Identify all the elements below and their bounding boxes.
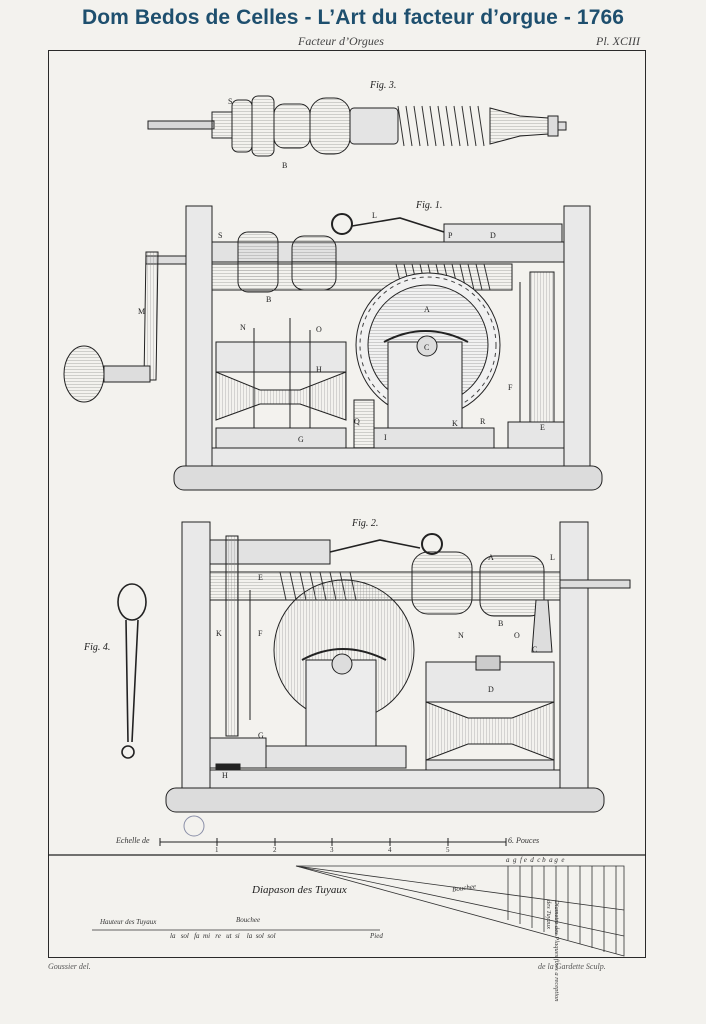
fig3-screw-shaft bbox=[147, 95, 567, 157]
svg-text:O: O bbox=[514, 631, 520, 640]
svg-text:L: L bbox=[550, 553, 555, 562]
scale-label: Echelle de bbox=[116, 836, 150, 845]
svg-text:L: L bbox=[372, 211, 377, 220]
scale-unit: 6. Pouces bbox=[508, 836, 540, 845]
svg-text:G: G bbox=[298, 435, 304, 444]
diapason-letters: a g f e d c b a g e bbox=[506, 856, 565, 864]
library-stamp bbox=[183, 815, 205, 837]
diapason-notes: la sol fa mi re ut si la sol sol bbox=[170, 932, 276, 940]
svg-text:R: R bbox=[480, 417, 486, 426]
scale-tick-5: 5 bbox=[446, 846, 450, 854]
svg-text:D: D bbox=[488, 685, 494, 694]
plate-frame bbox=[48, 50, 646, 958]
running-head: Facteur d’Orgues bbox=[298, 34, 384, 48]
svg-text:F: F bbox=[258, 629, 263, 638]
banner-title: Dom Bedos de Celles - L’Art du facteur d… bbox=[81, 6, 625, 29]
fig2-letters: A L E B K F N O C D G H bbox=[216, 553, 555, 780]
svg-text:B: B bbox=[266, 295, 271, 304]
svg-text:A: A bbox=[488, 553, 494, 562]
svg-text:H: H bbox=[316, 365, 322, 374]
diapason-pied: Pied bbox=[370, 932, 383, 940]
fig2-machine bbox=[165, 521, 631, 813]
svg-text:N: N bbox=[240, 323, 246, 332]
scale-tick-4: 4 bbox=[388, 846, 392, 854]
svg-text:B: B bbox=[498, 619, 503, 628]
svg-text:C: C bbox=[424, 343, 429, 352]
fig3-caption: Fig. 3. bbox=[370, 80, 397, 91]
svg-text:G: G bbox=[258, 731, 264, 740]
svg-text:M: M bbox=[138, 307, 145, 316]
svg-text:D: D bbox=[490, 231, 496, 240]
svg-text:K: K bbox=[216, 629, 222, 638]
svg-text:H: H bbox=[222, 771, 228, 780]
scale-tick-3: 3 bbox=[330, 846, 334, 854]
svg-text:K: K bbox=[452, 419, 458, 428]
scale-tick-2: 2 bbox=[273, 846, 277, 854]
diapason-bouchee-left: Bouchee bbox=[236, 916, 261, 924]
credit-left: Goussier del. bbox=[48, 962, 91, 971]
svg-text:F: F bbox=[508, 383, 513, 392]
fig1-letters: S L P D B M N O A C H F G Q I K R E bbox=[138, 211, 545, 444]
svg-text:N: N bbox=[458, 631, 464, 640]
diapason-side-note: Diametre des Plaques fixes a reception d… bbox=[545, 900, 560, 1002]
scale-bar bbox=[159, 838, 507, 846]
svg-text:S: S bbox=[218, 231, 222, 240]
svg-text:E: E bbox=[258, 573, 263, 582]
svg-text:Q: Q bbox=[354, 417, 360, 426]
fig1-caption: Fig. 1. bbox=[416, 200, 443, 211]
svg-text:A: A bbox=[424, 305, 430, 314]
fig3-label-b: B bbox=[282, 161, 287, 170]
fig2-caption: Fig. 2. bbox=[352, 518, 379, 529]
fig3-label-s: S bbox=[228, 97, 232, 106]
diapason-diagram bbox=[92, 865, 625, 957]
credit-right: de la Gardette Sculp. bbox=[538, 962, 606, 971]
fig4-caption: Fig. 4. bbox=[84, 642, 111, 653]
fig1-machine bbox=[63, 205, 603, 491]
svg-text:I: I bbox=[384, 433, 387, 442]
fig4-hook-tool bbox=[117, 583, 147, 759]
svg-text:O: O bbox=[316, 325, 322, 334]
plate-number: Pl. XCIII bbox=[596, 34, 640, 48]
svg-text:P: P bbox=[448, 231, 453, 240]
diapason-hauteur: Hauteur des Tuyaux bbox=[100, 918, 157, 926]
svg-text:C: C bbox=[532, 645, 537, 654]
scale-tick-1: 1 bbox=[215, 846, 219, 854]
diapason-title: Diapason des Tuyaux bbox=[252, 884, 347, 896]
svg-text:E: E bbox=[540, 423, 545, 432]
